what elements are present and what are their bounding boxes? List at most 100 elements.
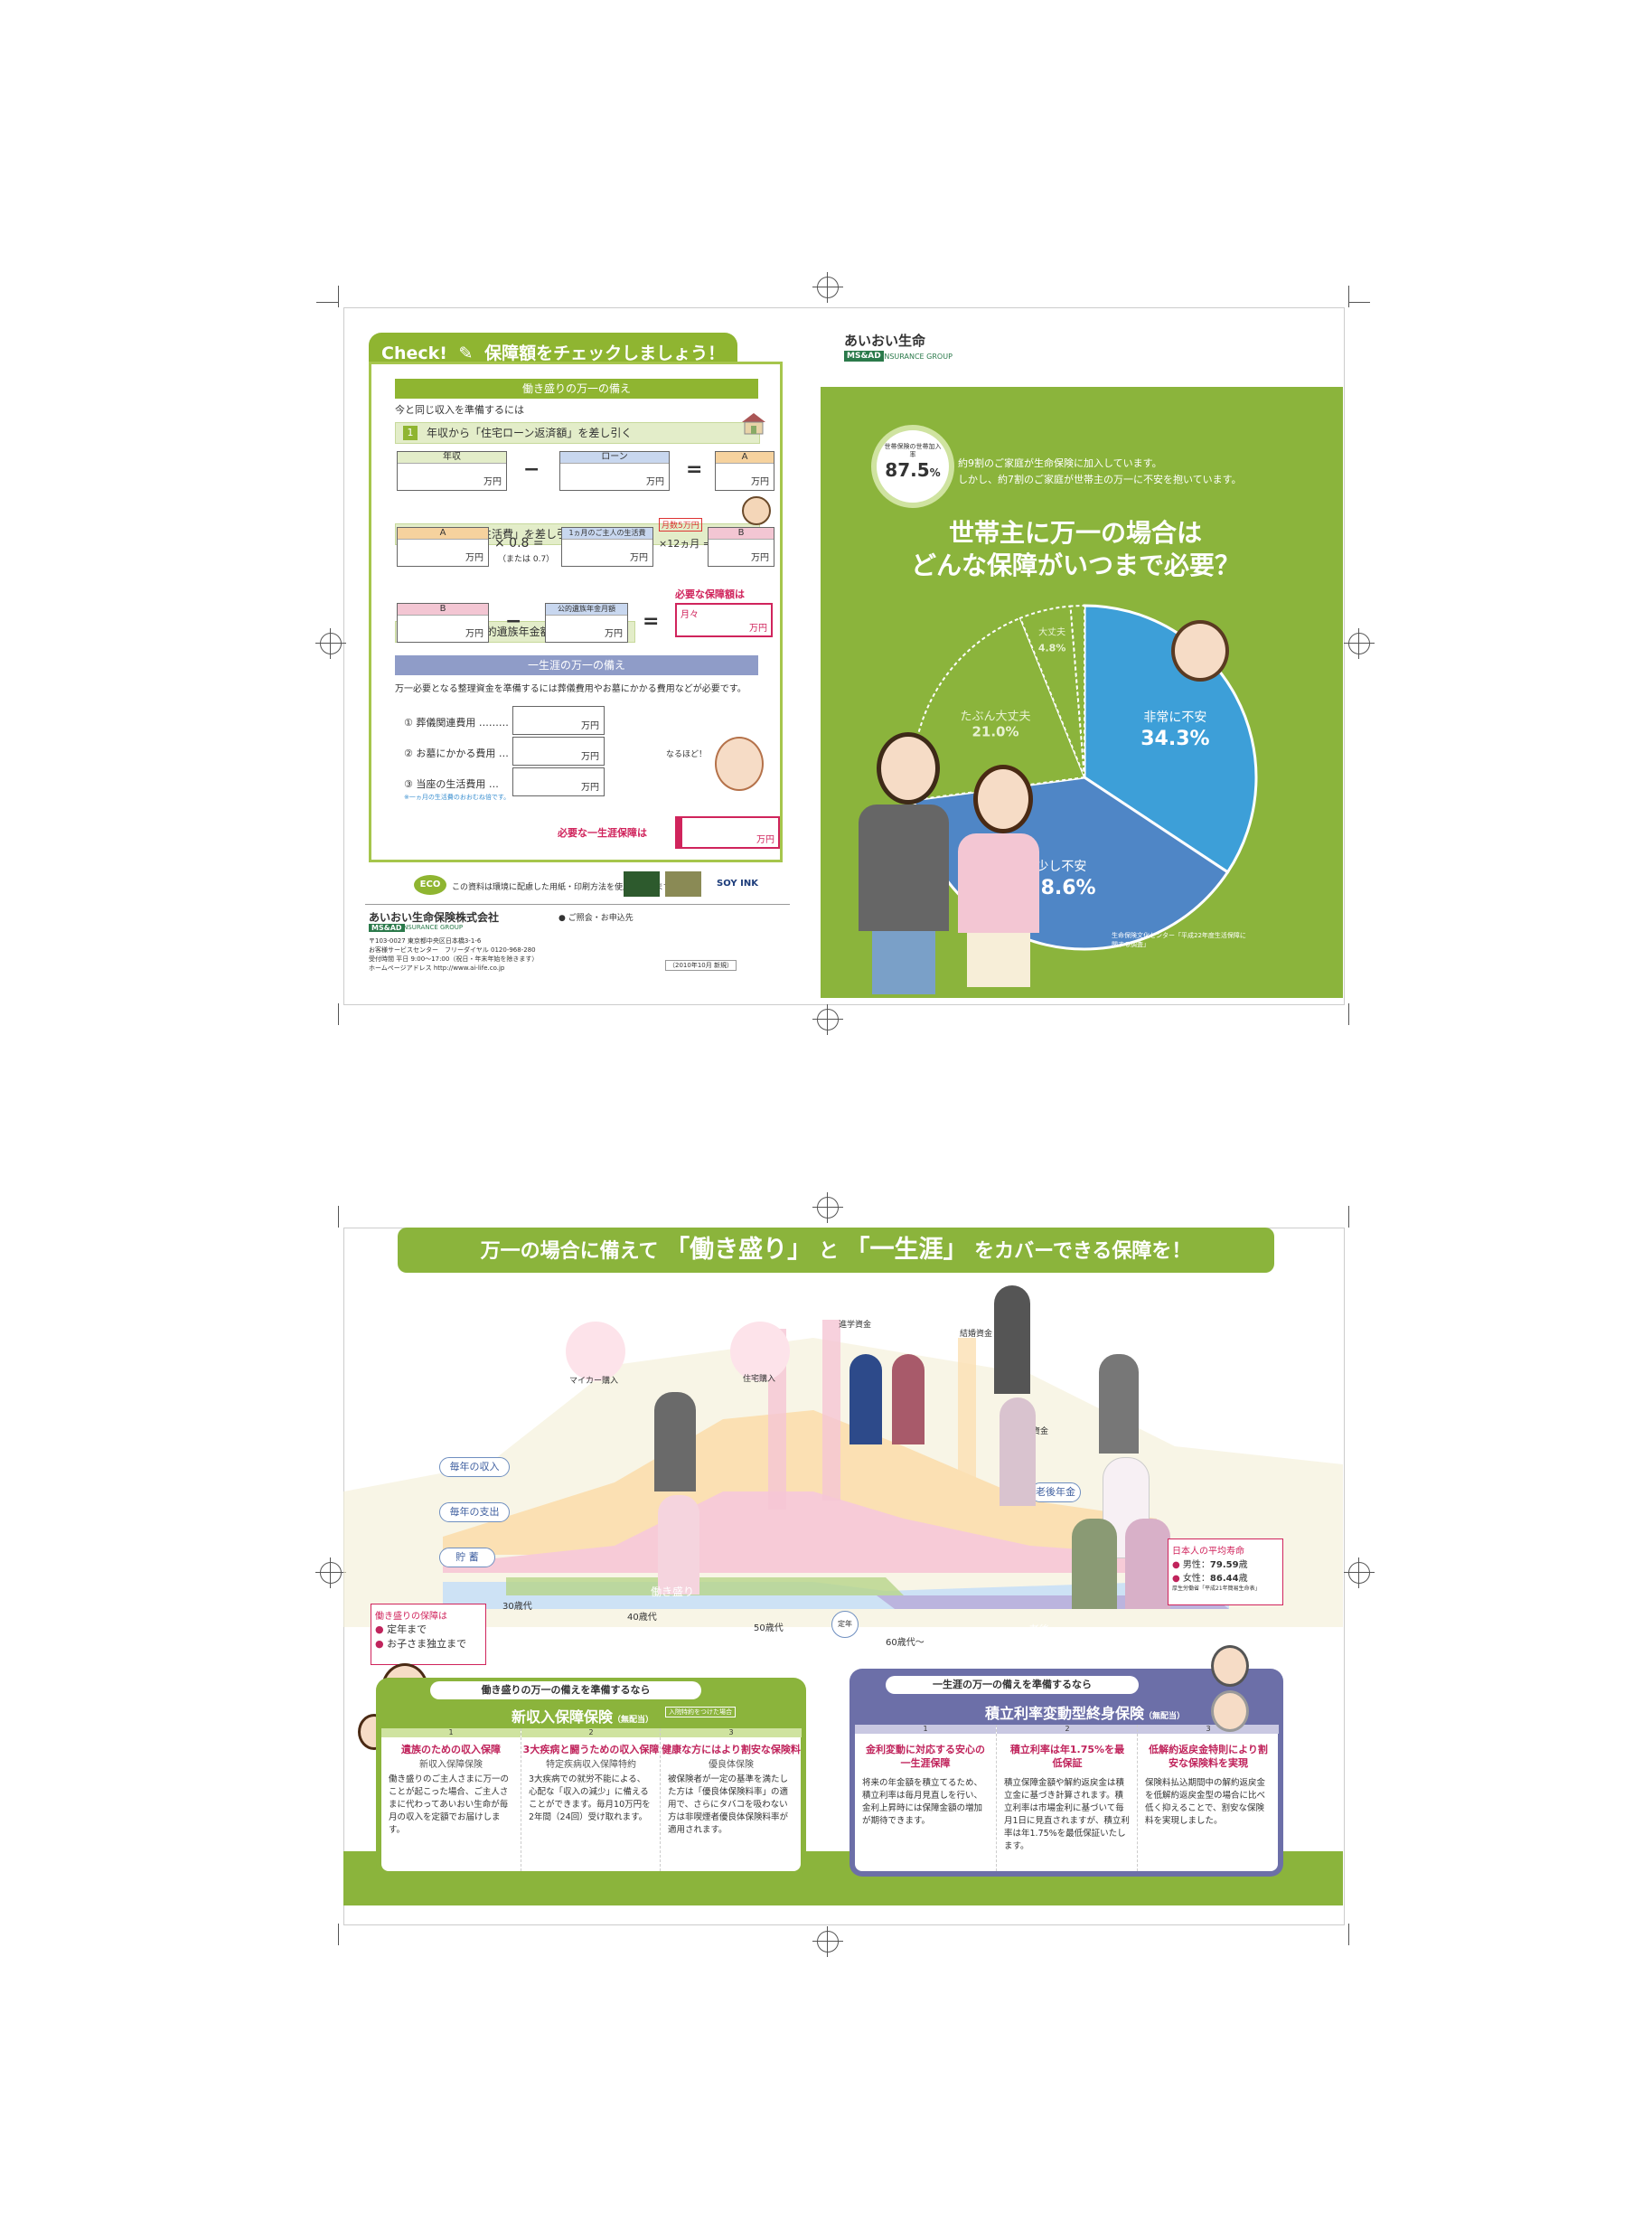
pie-category-label: 非常に不安 (1143, 710, 1206, 725)
age-50s: 50歳代 (754, 1623, 784, 1633)
required-amount-label: 必要な保障額は (675, 588, 745, 600)
spread-banner: 万一の場合に備えて 「働き盛り」 と 「一生涯」 をカバーできる保障を！ (398, 1228, 1274, 1273)
product-name-whole-life: 積立利率変動型終身保険（無配当） (985, 1705, 1186, 1722)
whole-life-card: 一生涯の万一の備えを準備するなら 積立利率変動型終身保険（無配当） 1 金利変動… (849, 1669, 1283, 1877)
lifetime-note: ※一ヵ月の生活費のおおむね倍です。 (404, 794, 511, 801)
lead-text: 約9割のご家庭が生命保険に加入しています。 しかし、約7割のご家庭が世帯主の万一… (958, 457, 1242, 485)
card-tab: 一生涯の万一の備えを準備するなら (886, 1676, 1139, 1694)
brand-name: あいおい生命 (844, 333, 926, 349)
divider (365, 904, 790, 905)
recycle-logo (665, 871, 701, 897)
pie-value-label: 34.3% (1140, 728, 1209, 750)
step2-a-box[interactable]: A 万円 (397, 527, 489, 567)
pie-slice (1069, 604, 1085, 778)
lifetime-section-header: 一生涯の万一の備え (395, 655, 758, 675)
tag-savings: 貯 蓄 (439, 1548, 495, 1567)
step-label: 年収から「住宅ローン返済額」を差し引く (427, 427, 633, 439)
months-multiplier: ×12ヵ月 = (659, 538, 711, 550)
pension-box[interactable]: 公的遺族年金月額 万円 (545, 603, 628, 643)
feature-col-1: 1 遺族のための収入保障 新収入保障保険 働き盛りのご主人さまに万一のことが起こ… (381, 1728, 521, 1840)
registration-mark (315, 1557, 346, 1588)
check-tab: Check! ✎ 保障額をチェックしましょう！ (369, 333, 783, 372)
husband-avatar (742, 496, 771, 525)
working-note-box: 働き盛りの保障は ● 定年まで ● お子さま独立まで (371, 1604, 486, 1665)
crop-mark (338, 1003, 339, 1025)
address-block: 〒103-0027 東京都中央区日本橋3-1-6 お客様サービスセンター フリー… (369, 937, 539, 972)
pie-category-label: 大丈夫 (1038, 626, 1065, 637)
check-panel: 働き盛りの万一の備え 今と同じ収入を準備するには 1 年収から「住宅ローン返済額… (369, 362, 783, 862)
lifespan-female: 86.44 (1209, 1574, 1239, 1584)
feature-col-1: 1 金利変動に対応する安心の一生涯保障 将来の年金額を積立てるため、積立利率は毎… (855, 1725, 996, 1835)
lifetime-result-box[interactable]: 万円 (675, 816, 780, 849)
husband-living-box[interactable]: 1ヵ月のご主人の生活費 万円 (561, 527, 653, 567)
crop-mark (316, 302, 338, 303)
group-badge: MS&AD (369, 924, 405, 932)
pie-category-label: 少し不安 (1036, 860, 1086, 874)
step-1: 1 年収から「住宅ローン返済額」を差し引く (395, 422, 760, 444)
document-code: （2010年10月 新規） (665, 960, 737, 971)
multiplier: × 0.8 = (494, 536, 544, 550)
registration-mark (1344, 628, 1375, 659)
required-monthly-box[interactable]: 月々 万円 (675, 603, 773, 637)
grave-cost-box[interactable]: 万円 (512, 737, 605, 766)
grandparents-illustration (1211, 1645, 1283, 1732)
loan-box[interactable]: ローン 万円 (559, 451, 670, 491)
cover-group-badge: MS&AD (844, 351, 884, 362)
monthly-prefix: 月々 (681, 610, 699, 620)
card-body: 1 金利変動に対応する安心の一生涯保障 将来の年金額を積立てるため、積立利率は毎… (855, 1725, 1279, 1871)
students-illustration (849, 1354, 931, 1454)
equals-sign: = (686, 458, 703, 481)
card-tab: 働き盛りの万一の備えを準備するなら (430, 1681, 701, 1699)
unit-label: 万円 (749, 624, 767, 634)
equals-sign: = (643, 610, 660, 633)
registration-mark (812, 272, 843, 303)
tag-income: 毎年の収入 (439, 1457, 510, 1477)
step-number: 1 (403, 426, 418, 440)
lifetime-row-label: ② お墓にかかる費用 … (404, 748, 509, 759)
crop-mark (338, 1206, 339, 1228)
parents-illustration (994, 1285, 1075, 1506)
stage-old: 老後 (1028, 1623, 1051, 1636)
husband-illustration (859, 732, 949, 994)
pie-slice (912, 616, 1086, 802)
eco-badge: ECO (414, 875, 446, 895)
house-icon (730, 1322, 790, 1381)
months-note: 月数5万円 (659, 518, 702, 532)
step3-b-box[interactable]: B 万円 (397, 603, 489, 643)
stat-unit: % (929, 466, 941, 479)
check-label: Check! (381, 343, 447, 363)
result-a-box[interactable]: A 万円 (715, 451, 774, 491)
funeral-cost-box[interactable]: 万円 (512, 706, 605, 735)
retire-marker: 定年 (831, 1611, 859, 1638)
crop-mark (1348, 1206, 1349, 1228)
annual-income-box[interactable]: 年収 万円 (397, 451, 507, 491)
event-car: マイカー購入 (569, 1377, 619, 1386)
stat-value: 87.5 (885, 459, 930, 481)
crop-mark (1348, 1924, 1349, 1945)
feature-col-2: 2 3大疾病と闘うための収入保障 特定疾病収入保障特約 3大疾病での就労不能によ… (521, 1728, 661, 1871)
company-name: あいおい生命保険株式会社 (369, 911, 500, 924)
registration-mark (812, 1926, 843, 1957)
event-house: 住宅購入 (743, 1375, 776, 1384)
tag-expense: 毎年の支出 (439, 1502, 510, 1522)
event-wedding: 結婚資金 (960, 1330, 993, 1339)
product-name-income: 新収入保障保険（無配当） (512, 1708, 654, 1726)
wife-illustration (958, 765, 1039, 991)
age-40s: 40歳代 (627, 1613, 657, 1623)
lifetime-row-label: ① 葬儀関連費用 ……… (404, 717, 509, 729)
stat-label: 世帯保険の世帯加入率 (884, 443, 942, 458)
crop-mark (1348, 302, 1370, 303)
crop-mark (338, 286, 339, 307)
working-intro: 今と同じ収入を準備するには (395, 404, 524, 416)
speech-bubble: なるほど！ (666, 750, 708, 759)
lifetime-intro: 万一必要となる整理資金を準備するには葬儀費用やお墓にかかる費用などが必要です。 (395, 684, 746, 694)
feature-col-2: 2 積立利率は年1.75%を最低保証 積立保障金額や解約返戻金は積立金に基づき計… (996, 1725, 1138, 1871)
car-icon (566, 1322, 625, 1381)
minus-sign: − (505, 610, 522, 633)
result-b-box[interactable]: B 万円 (708, 527, 774, 567)
living-cost-box[interactable]: 万円 (512, 767, 605, 796)
check-heading: 保障額をチェックしましょう！ (484, 343, 726, 363)
pie-value-label: 21.0% (971, 724, 1018, 740)
eco-text: この資料は環境に配慮した用紙・印刷方法を使用しています。 (452, 883, 679, 892)
card-body: 1 遺族のための収入保障 新収入保障保険 働き盛りのご主人さまに万一のことが起こ… (381, 1728, 802, 1871)
